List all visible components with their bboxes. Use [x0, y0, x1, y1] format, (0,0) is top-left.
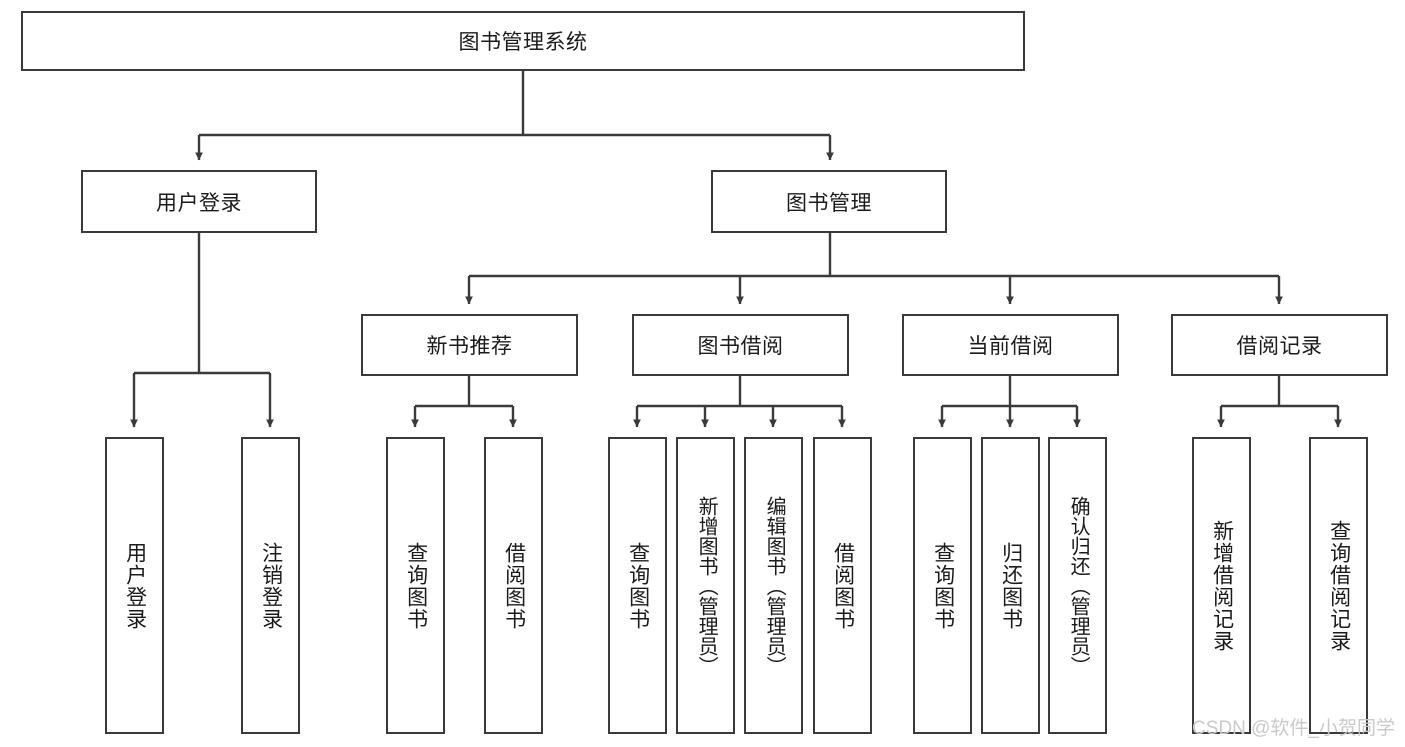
node-root-book-management-system[interactable]: 图书管理系统 — [21, 11, 1025, 71]
node-label: 借阅记录 — [1236, 335, 1323, 358]
node-label: 新书推荐 — [426, 335, 513, 358]
node-label: 确认归还（管理员） — [1067, 495, 1090, 676]
node-label: 新增借阅记录 — [1210, 519, 1234, 652]
leaf-edit-book-admin[interactable]: 编辑图书（管理员） — [744, 437, 803, 734]
node-label: 图书借阅 — [697, 335, 784, 358]
node-label: 用户登录 — [156, 191, 242, 215]
node-label: 新增图书（管理员） — [695, 495, 718, 676]
leaf-add-book-admin[interactable]: 新增图书（管理员） — [676, 437, 735, 734]
node-label: 图书管理系统 — [458, 31, 588, 54]
node-user-login[interactable]: 用户登录 — [81, 170, 317, 233]
leaf-borrow-books-borrowing[interactable]: 借阅图书 — [813, 437, 872, 734]
node-new-book-recommendation[interactable]: 新书推荐 — [361, 314, 578, 376]
leaf-query-books-borrowing[interactable]: 查询图书 — [608, 437, 667, 734]
leaf-borrow-books-recommendation[interactable]: 借阅图书 — [484, 437, 543, 734]
leaf-confirm-return-admin[interactable]: 确认归还（管理员） — [1048, 437, 1107, 734]
node-label: 注销登录 — [259, 541, 283, 630]
node-label: 查询图书 — [404, 541, 428, 630]
node-label: 用户登录 — [123, 541, 147, 630]
node-borrowing-records[interactable]: 借阅记录 — [1171, 314, 1388, 376]
node-label: 查询图书 — [626, 541, 650, 630]
leaf-user-login[interactable]: 用户登录 — [105, 437, 164, 734]
node-label: 查询借阅记录 — [1327, 519, 1351, 652]
node-book-borrowing[interactable]: 图书借阅 — [632, 314, 849, 376]
leaf-query-books-current[interactable]: 查询图书 — [913, 437, 972, 734]
node-label: 当前借阅 — [967, 335, 1054, 358]
leaf-logout[interactable]: 注销登录 — [241, 437, 300, 734]
node-book-management[interactable]: 图书管理 — [711, 170, 947, 233]
node-label: 借阅图书 — [831, 541, 855, 630]
leaf-query-books-recommendation[interactable]: 查询图书 — [386, 437, 445, 734]
leaf-query-borrowing-record[interactable]: 查询借阅记录 — [1309, 437, 1368, 734]
node-label: 编辑图书（管理员） — [763, 495, 786, 676]
leaf-return-books[interactable]: 归还图书 — [981, 437, 1040, 734]
node-label: 图书管理 — [786, 191, 872, 215]
node-label: 借阅图书 — [502, 541, 526, 630]
node-current-borrowings[interactable]: 当前借阅 — [902, 314, 1119, 376]
leaf-add-borrowing-record[interactable]: 新增借阅记录 — [1192, 437, 1251, 734]
node-label: 查询图书 — [931, 541, 955, 630]
node-label: 归还图书 — [999, 541, 1023, 630]
